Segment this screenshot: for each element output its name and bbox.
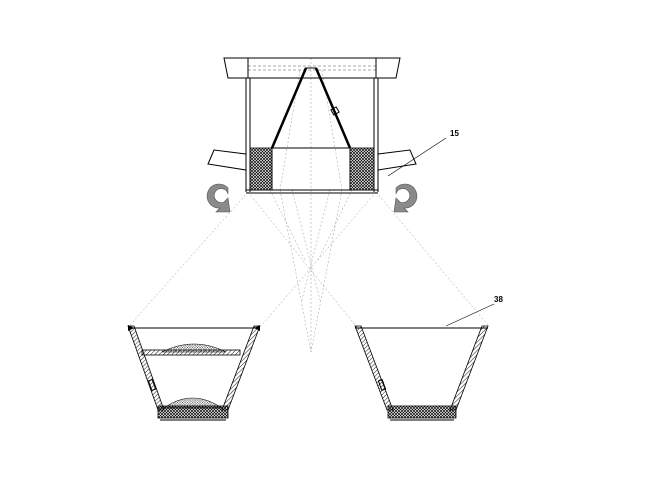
reference-label-15: 15 [450, 129, 459, 138]
leader-38 [445, 303, 495, 327]
rotation-arrow-left [206, 183, 231, 213]
left-winding [249, 147, 273, 191]
leader-15 [387, 137, 447, 177]
left-hopper-wall-right [221, 325, 261, 411]
right-arm [377, 149, 417, 171]
left-arm [207, 149, 247, 171]
right-hopper-base [387, 405, 457, 419]
upper-assembly [207, 57, 417, 194]
top-plate [223, 57, 401, 79]
rotation-arrow-right [393, 183, 418, 213]
left-hopper-base [157, 405, 229, 419]
lower-right-hopper [354, 325, 489, 421]
lower-left-hopper [127, 325, 261, 421]
right-hopper-wall-right [449, 325, 489, 411]
right-winding [349, 147, 375, 191]
projection-rays [129, 58, 489, 353]
reference-label-38: 38 [494, 295, 503, 304]
right-hopper-wall-left [354, 325, 394, 411]
left-hopper-wall-left [127, 325, 165, 411]
upper-lens-mesh [161, 343, 227, 353]
